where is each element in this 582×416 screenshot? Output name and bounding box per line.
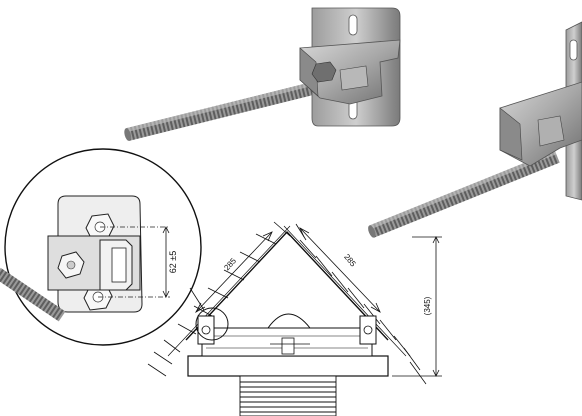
threaded-rod-detail bbox=[0, 267, 66, 322]
detail-zoom-circle: 62 ±5 bbox=[0, 148, 202, 346]
bracket-photo-right bbox=[368, 21, 582, 238]
bracket-photo-top bbox=[124, 7, 401, 141]
bracket-spacing-label: 62 ±5 bbox=[168, 251, 178, 273]
installation-drawing bbox=[147, 221, 442, 416]
height-label: (345) bbox=[423, 296, 432, 315]
threaded-rod bbox=[124, 79, 324, 141]
right-length-label: 285 bbox=[342, 252, 358, 268]
zoom-leader-line bbox=[189, 287, 205, 311]
threaded-rod bbox=[368, 150, 560, 238]
